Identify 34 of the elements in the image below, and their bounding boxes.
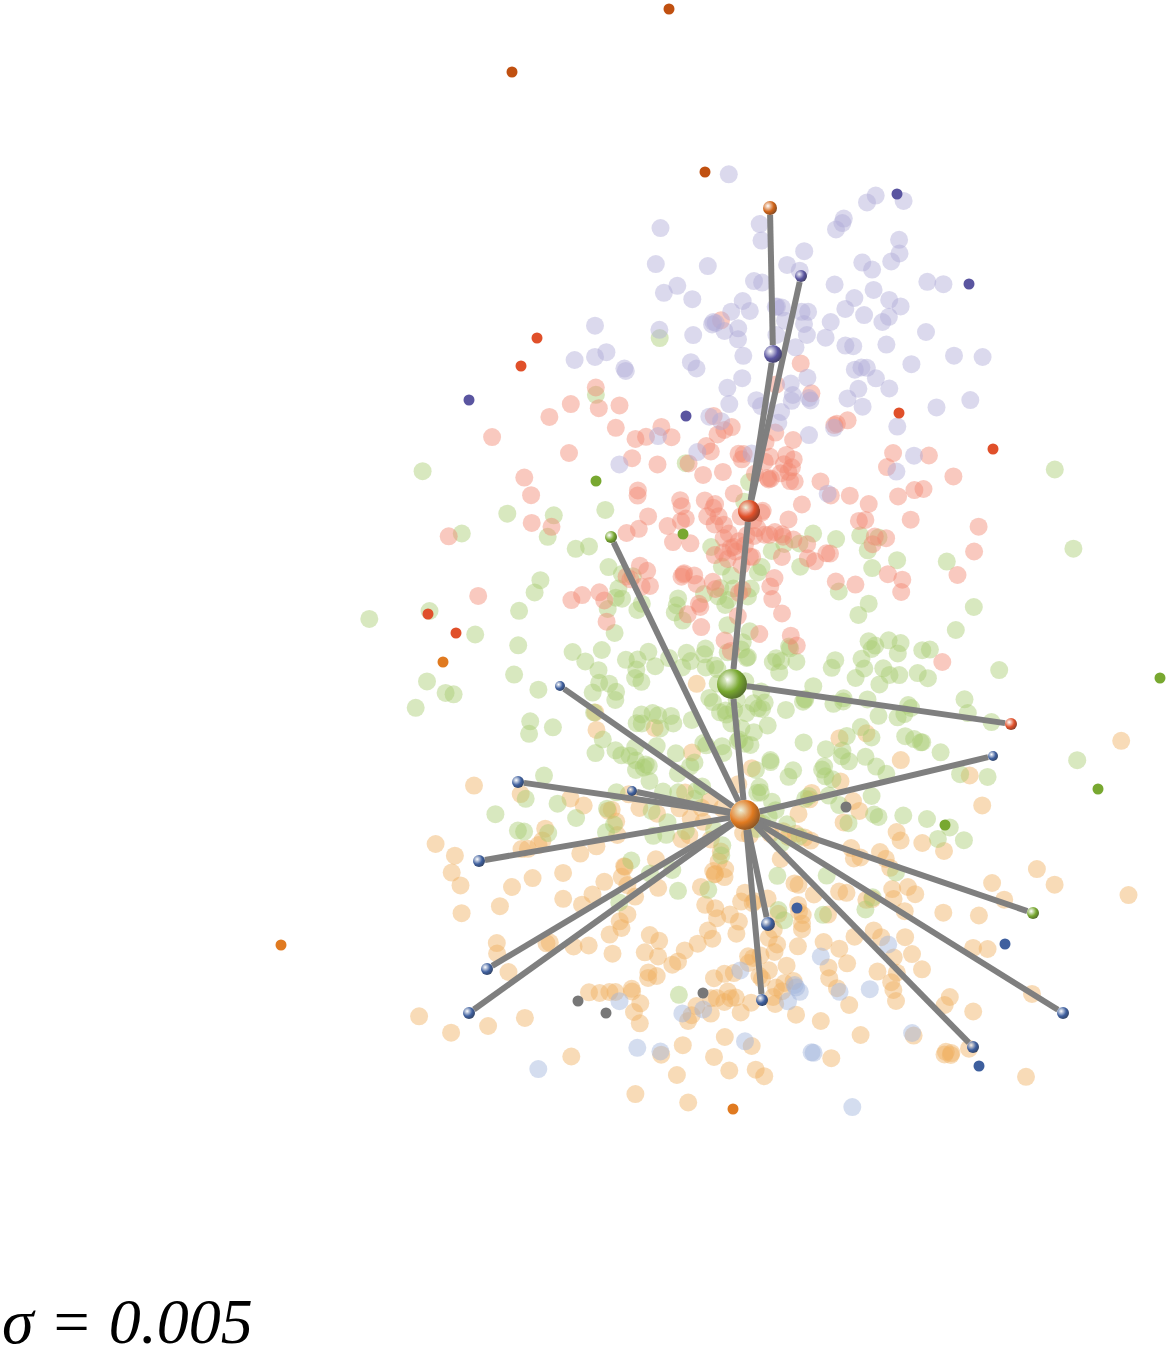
sphere	[1027, 907, 1039, 919]
sphere	[481, 963, 493, 975]
connector-line	[758, 754, 989, 815]
connector-line	[753, 823, 971, 1045]
connector-line	[767, 214, 776, 346]
sphere	[967, 1041, 979, 1053]
sphere	[761, 917, 775, 931]
sphere	[738, 500, 760, 522]
sphere	[512, 776, 524, 788]
connector-line	[747, 362, 775, 501]
connector-line	[730, 521, 751, 670]
sphere	[756, 994, 768, 1006]
sphere	[1057, 1007, 1069, 1019]
connector-line	[484, 814, 731, 863]
connector-line	[610, 541, 742, 803]
connector-line	[758, 816, 1029, 914]
sphere	[730, 800, 760, 830]
sphere	[463, 1007, 475, 1019]
sphere	[473, 855, 485, 867]
sphere	[717, 669, 747, 699]
sphere	[988, 751, 998, 761]
connector-line	[746, 683, 1006, 727]
connector-line	[523, 779, 731, 816]
connector-line	[756, 820, 1060, 1013]
connector-line	[743, 829, 765, 995]
sphere	[764, 345, 782, 363]
sphere	[627, 786, 637, 796]
sphere	[795, 270, 807, 282]
sphere	[605, 531, 617, 543]
connector-line	[730, 698, 747, 801]
sphere	[1005, 718, 1017, 730]
parameter-label: σ = 0.005	[2, 1290, 253, 1354]
sphere	[763, 201, 777, 215]
sphere	[555, 681, 565, 691]
